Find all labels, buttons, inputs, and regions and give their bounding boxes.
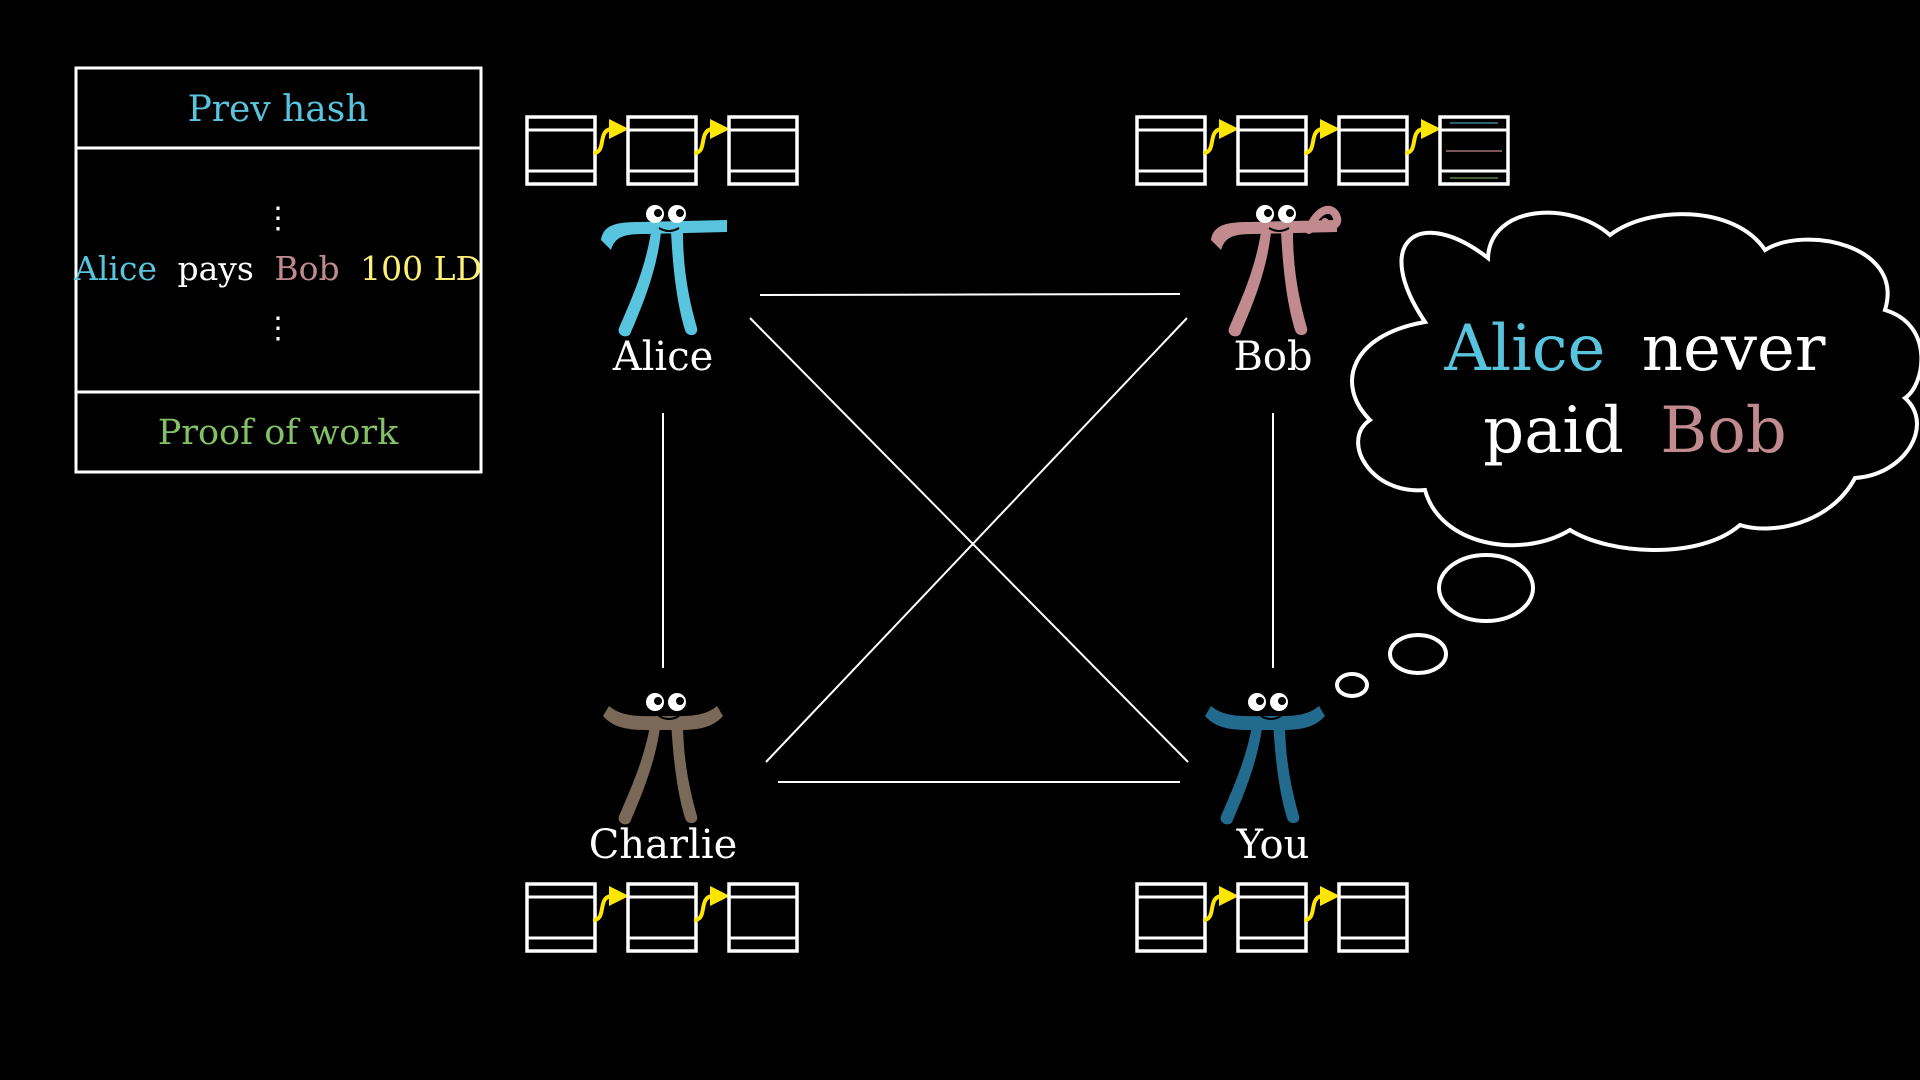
block <box>727 882 799 953</box>
pi-creature-bob <box>1211 205 1342 337</box>
blockchain-alice <box>525 115 799 186</box>
chain-link-arrow <box>1202 119 1239 155</box>
block <box>727 115 799 186</box>
pi-creature-you <box>1205 693 1325 825</box>
thought-object: Bob <box>1660 394 1787 468</box>
blockchain-charlie <box>525 882 799 953</box>
pi-creature-charlie <box>603 693 723 825</box>
chain-link-arrow <box>592 119 629 155</box>
pi-creatures <box>601 205 1342 825</box>
prev-hash-label: Prev hash <box>188 89 369 130</box>
link-alice-bob <box>759 293 1181 296</box>
block <box>525 882 597 953</box>
block <box>1337 882 1409 953</box>
block <box>626 882 698 953</box>
block <box>1337 115 1409 186</box>
block <box>1236 882 1308 953</box>
block-detail: Prev hash ⋮ Alice pays Bob 100 LD ⋮ Proo… <box>73 66 483 474</box>
thought-never: never <box>1642 312 1826 386</box>
node-label-charlie: Charlie <box>589 822 738 868</box>
thought-subject: Alice <box>1444 312 1606 386</box>
link-bob-charlie <box>765 317 1188 763</box>
node-label-you: You <box>1236 822 1310 868</box>
proof-of-work-label: Proof of work <box>158 413 399 453</box>
chain-link-arrow <box>1303 886 1340 922</box>
blockchain-you <box>1135 882 1409 953</box>
block <box>1438 115 1510 186</box>
block <box>626 115 698 186</box>
blockchains <box>525 115 1510 953</box>
thought-bubble: Alice never paid Bob <box>1335 210 1920 698</box>
block <box>1135 115 1207 186</box>
ellipsis-bottom: ⋮ <box>263 311 293 346</box>
pi-creature-alice <box>601 205 727 337</box>
chain-link-arrow <box>693 119 730 155</box>
node-label-bob: Bob <box>1233 334 1312 380</box>
thought-bubble-medium <box>1388 633 1448 675</box>
link-alice-you <box>749 317 1189 763</box>
blockchain-bob <box>1135 115 1510 186</box>
thought-text-line2: paid Bob <box>1483 394 1786 468</box>
thought-cloud <box>1350 210 1920 552</box>
thought-bubble-large <box>1437 553 1535 623</box>
chain-link-arrow <box>1202 886 1239 922</box>
chain-link-arrow <box>693 886 730 922</box>
block <box>1236 115 1308 186</box>
thought-bubble-small <box>1335 672 1369 698</box>
chain-link-arrow <box>1303 119 1340 155</box>
node-label-alice: Alice <box>612 334 714 380</box>
ellipsis-top: ⋮ <box>263 201 293 236</box>
thought-paid: paid <box>1483 394 1624 468</box>
transaction-verb: pays <box>177 249 253 288</box>
network-connections <box>662 293 1274 783</box>
chain-link-arrow <box>592 886 629 922</box>
thought-text-line1: Alice never <box>1444 312 1826 386</box>
transaction-amount: 100 LD <box>360 249 482 288</box>
chain-link-arrow <box>1404 119 1441 155</box>
transaction-payee: Bob <box>274 249 339 288</box>
transaction-payer: Alice <box>73 249 157 288</box>
block <box>1135 882 1207 953</box>
block-detail-frame <box>74 66 483 474</box>
block <box>525 115 597 186</box>
transaction-line: Alice pays Bob 100 LD <box>73 249 482 288</box>
